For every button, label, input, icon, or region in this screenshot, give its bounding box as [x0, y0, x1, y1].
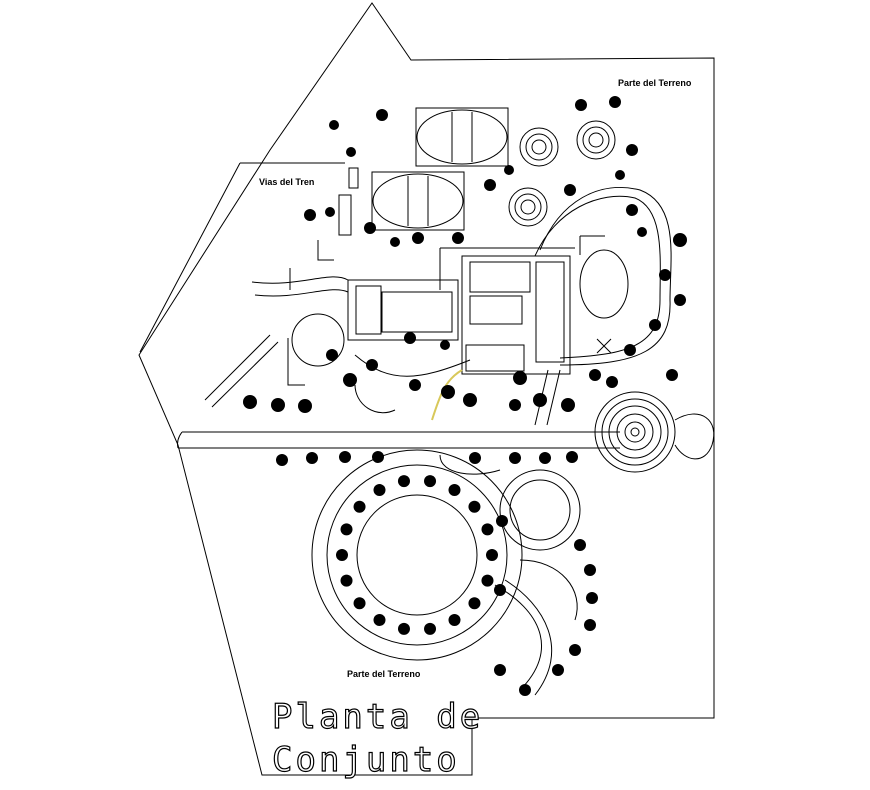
ring-tree [336, 549, 348, 561]
ring-tree [468, 597, 481, 610]
tree-ring [336, 475, 498, 635]
feature-trees [508, 120, 616, 227]
sport-field-1 [415, 107, 509, 167]
ring-tree [353, 597, 366, 610]
label-parte-terreno-top: Parte del Terreno [618, 78, 692, 88]
ring-tree [397, 475, 410, 488]
sport-field-2 [371, 171, 465, 231]
ring-tree [397, 622, 410, 635]
ring-tree [373, 484, 386, 497]
circular-plaza [594, 391, 715, 473]
plan-title-line1: Planta de [271, 697, 484, 737]
ring-tree [424, 475, 437, 488]
ring-tree [448, 613, 461, 626]
ring-tree [486, 549, 498, 561]
vegetation [243, 96, 687, 696]
ring-tree [340, 574, 353, 587]
ring-tree [340, 523, 353, 536]
ring-tree [448, 484, 461, 497]
site-boundary [138, 2, 715, 776]
ring-tree [468, 500, 481, 513]
label-parte-terreno-bottom: Parte del Terreno [347, 669, 421, 679]
label-vias-del-tren: Vias del Tren [259, 177, 315, 187]
railway [139, 162, 345, 353]
main-road [178, 431, 620, 449]
ring-tree [424, 622, 437, 635]
ring-tree [481, 574, 494, 587]
ring-tree [353, 500, 366, 513]
plan-title-line2: Conjunto [271, 740, 460, 780]
ring-tree [373, 613, 386, 626]
garden-walkway [539, 187, 672, 366]
main-buildings [347, 247, 575, 375]
circular-complex [311, 449, 581, 696]
ring-tree [481, 523, 494, 536]
